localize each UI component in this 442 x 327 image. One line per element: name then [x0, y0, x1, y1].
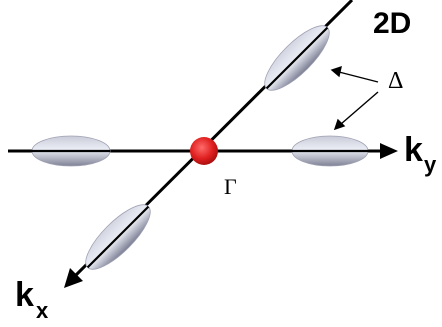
valley-ky-positive	[290, 135, 370, 167]
svg-text:k: k	[404, 131, 423, 169]
gamma-point	[190, 137, 218, 165]
svg-text:x: x	[36, 298, 49, 323]
svg-text:k: k	[15, 276, 34, 314]
kx-axis-arrowhead	[64, 268, 83, 288]
ky-axis-arrowhead	[380, 143, 398, 159]
dimension-label: 2D	[373, 7, 411, 40]
valley-kx-lower	[85, 204, 151, 270]
valley-ky-negative	[8, 135, 111, 167]
kx-axis-label: k x	[15, 276, 49, 323]
delta-pointer-arrows	[330, 65, 379, 131]
gamma-label: Γ	[224, 174, 237, 199]
valley-kx-upper	[264, 25, 330, 91]
delta-label: Δ	[388, 68, 403, 94]
svg-text:y: y	[424, 152, 437, 177]
ky-axis-label: k y	[404, 131, 437, 177]
